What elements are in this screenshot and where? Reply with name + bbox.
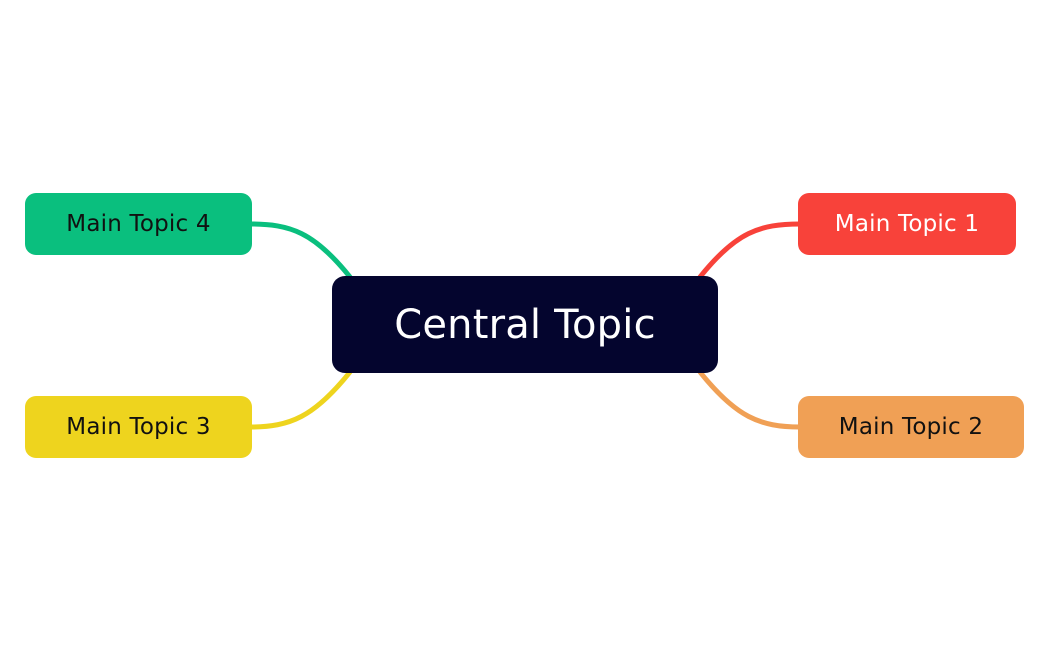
connector-topic-2 xyxy=(697,369,803,430)
node-main-topic-3[interactable]: Main Topic 3 xyxy=(25,396,252,458)
node-main-topic-2-label: Main Topic 2 xyxy=(838,413,984,440)
node-central-topic[interactable]: Central Topic xyxy=(332,276,718,373)
connector-topic-4 xyxy=(247,221,353,280)
node-main-topic-2[interactable]: Main Topic 2 xyxy=(798,396,1024,458)
connector-topic-3 xyxy=(247,369,353,430)
node-main-topic-1[interactable]: Main Topic 1 xyxy=(798,193,1016,255)
connector-topic-1 xyxy=(697,221,803,280)
node-main-topic-1-label: Main Topic 1 xyxy=(834,210,980,237)
node-main-topic-3-label: Main Topic 3 xyxy=(66,413,211,440)
node-main-topic-4[interactable]: Main Topic 4 xyxy=(25,193,252,255)
node-central-topic-label: Central Topic xyxy=(394,301,656,348)
node-main-topic-4-label: Main Topic 4 xyxy=(66,210,211,237)
